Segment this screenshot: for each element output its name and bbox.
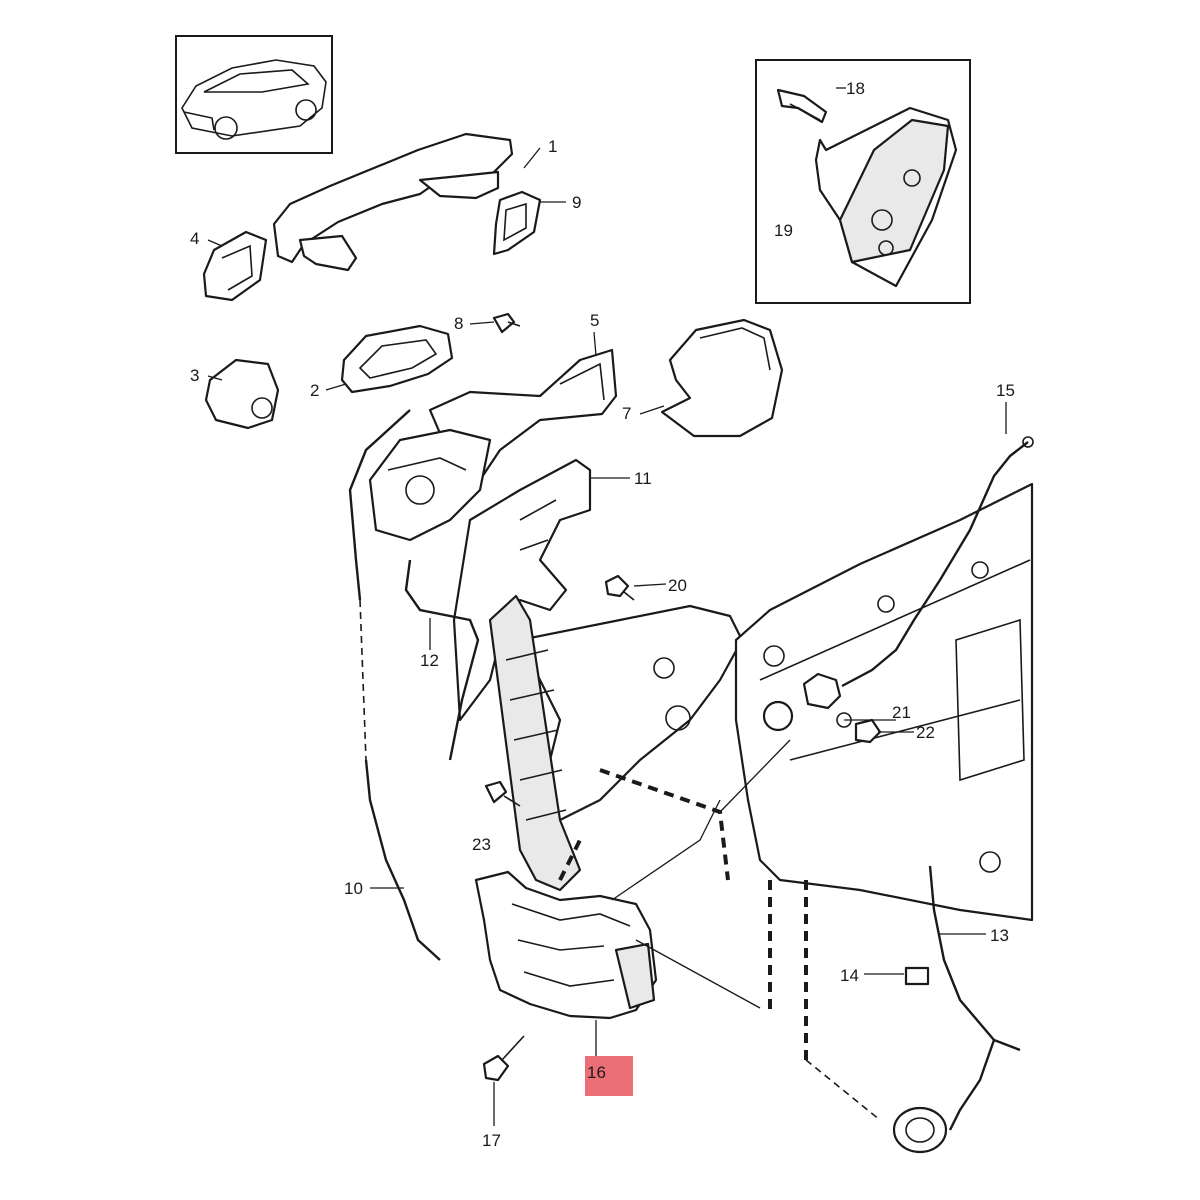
handle-mechanism xyxy=(368,428,492,542)
part-20-bolt xyxy=(604,574,635,601)
callout-10: 10 xyxy=(344,879,363,898)
part-12-cable xyxy=(348,409,411,601)
part-15-cable xyxy=(841,441,1029,688)
part-8-screw xyxy=(492,312,521,334)
callout-1: 1 xyxy=(548,137,557,156)
callout-4: 4 xyxy=(190,229,199,248)
part-21-grommet xyxy=(802,672,852,728)
window-regulator-rail xyxy=(488,594,582,892)
callout-15: 15 xyxy=(996,381,1015,400)
part-9-gasket xyxy=(492,190,542,256)
lock-aperture xyxy=(762,700,794,732)
callout-7: 7 xyxy=(622,404,631,423)
callout-18: 18 xyxy=(846,79,865,98)
part-10-rod xyxy=(364,759,441,961)
callout-20: 20 xyxy=(668,576,687,595)
part-22-nut xyxy=(854,718,882,744)
callout-23: 23 xyxy=(472,835,491,854)
callout-19: 19 xyxy=(774,221,793,240)
door-inner-panel xyxy=(734,482,1034,922)
part-7-lock-cover xyxy=(660,318,784,438)
part-17-screw xyxy=(482,1035,525,1082)
highlight-box-part-16 xyxy=(585,1056,633,1096)
callout-22: 22 xyxy=(916,723,935,742)
part-3-lock-cylinder xyxy=(204,358,280,430)
callout-5: 5 xyxy=(590,311,599,330)
callout-3: 3 xyxy=(190,366,199,385)
callout-14: 14 xyxy=(840,966,859,985)
part-23-screw xyxy=(484,780,521,807)
part-14-clip xyxy=(904,966,930,986)
callout-12: 12 xyxy=(420,651,439,670)
vehicle-location-inset xyxy=(175,35,333,154)
callout-9: 9 xyxy=(572,193,581,212)
callout-11: 11 xyxy=(634,469,652,488)
bottom-grommet xyxy=(892,1106,948,1154)
part-11-carrier xyxy=(452,458,592,722)
callout-13: 13 xyxy=(990,926,1009,945)
callout-8: 8 xyxy=(454,314,463,333)
part-13-rod xyxy=(928,865,1021,1131)
callout-17: 17 xyxy=(482,1131,501,1150)
callout-16: 16 xyxy=(587,1063,606,1082)
part-2-gasket xyxy=(340,324,454,394)
hinge-detail-inset xyxy=(755,59,971,304)
callout-2: 2 xyxy=(310,381,319,400)
callout-21: 21 xyxy=(892,703,911,722)
